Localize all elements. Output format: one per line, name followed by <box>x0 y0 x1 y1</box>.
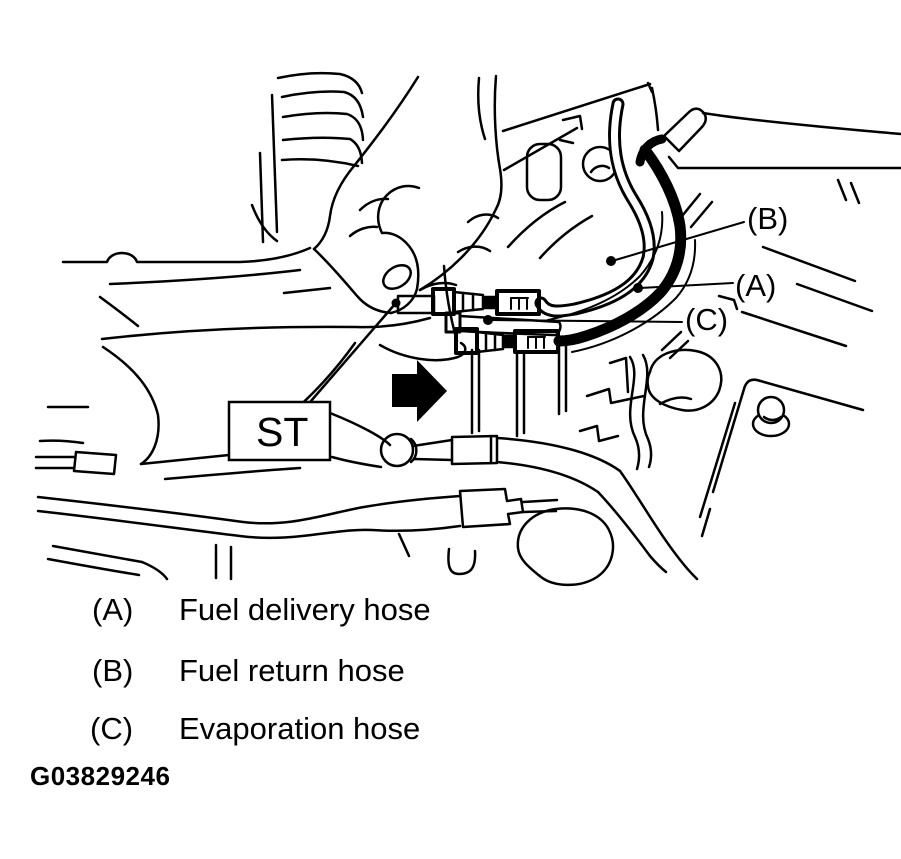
grommet-and-tube <box>328 353 699 581</box>
panel-lines-right <box>698 245 874 538</box>
legend: (A) Fuel delivery hose (B) Fuel return h… <box>90 592 431 746</box>
legend-row-b: (B) Fuel return hose <box>92 653 405 688</box>
bottom-hose <box>36 487 615 587</box>
legend-desc-b: Fuel return hose <box>179 653 405 688</box>
fuel-return-hose <box>534 97 656 318</box>
legend-row-a: (A) Fuel delivery hose <box>92 592 431 627</box>
fingernail <box>382 264 412 290</box>
callout-b: (B) <box>606 201 788 266</box>
engine-block-details <box>470 200 723 443</box>
engine-line-art <box>34 71 901 587</box>
callout-c: (C) <box>483 302 728 337</box>
st-leader-line <box>309 302 397 403</box>
callout-label-a: (A) <box>735 268 776 303</box>
legend-key-b: (B) <box>92 653 133 688</box>
legend-row-c: (C) Evaporation hose <box>90 711 420 746</box>
hand-illustration <box>312 74 503 362</box>
ribbed-duct <box>250 71 365 244</box>
hoses <box>534 97 697 353</box>
quick-connector-upper <box>396 287 541 316</box>
leader-dot-b <box>606 256 616 266</box>
quick-connectors <box>396 287 562 355</box>
legend-desc-a: Fuel delivery hose <box>179 592 431 627</box>
legend-desc-c: Evaporation hose <box>179 711 420 746</box>
callout-label-b: (B) <box>747 201 788 236</box>
cowl-lines-right <box>501 81 901 229</box>
st-callout: ST <box>227 298 401 462</box>
fuel-delivery-hose <box>553 134 687 347</box>
hose-gap-lines <box>547 211 697 353</box>
figure-code: G03829246 <box>30 761 170 791</box>
leader-dot-c <box>483 315 493 325</box>
leader-line-c <box>489 319 683 323</box>
st-leader-dot <box>391 298 401 308</box>
st-tool-box <box>227 400 332 462</box>
direction-arrow-icon <box>392 360 447 422</box>
leader-line-a <box>639 282 734 289</box>
cowl-lines-left <box>34 246 432 481</box>
leader-dot-a <box>633 283 643 293</box>
leader-line-b <box>611 221 745 262</box>
callout-a: (A) <box>633 268 776 303</box>
legend-key-a: (A) <box>92 592 133 627</box>
callout-label-c: (C) <box>685 302 728 337</box>
regulator-stub <box>662 107 707 153</box>
st-tool-label: ST <box>256 409 308 455</box>
bolt-stud <box>751 395 791 438</box>
legend-key-c: (C) <box>90 711 133 746</box>
